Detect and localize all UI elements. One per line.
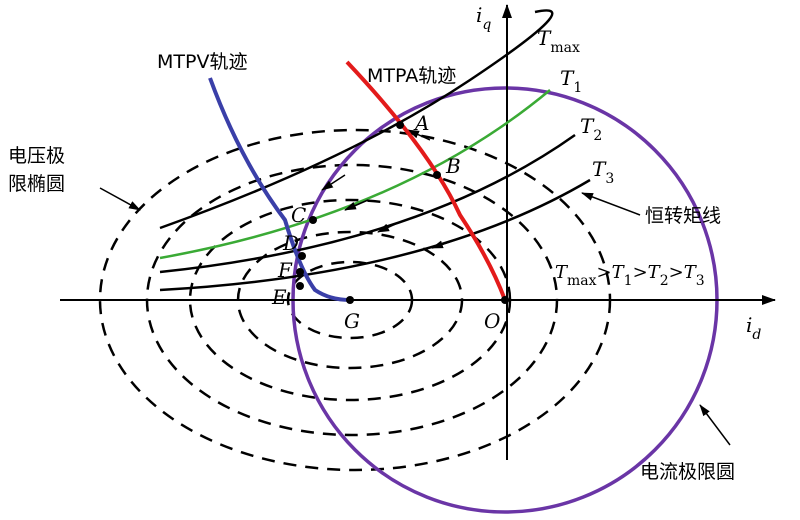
point-o — [501, 296, 509, 304]
torque-line-t1 — [159, 89, 551, 260]
point-g-label: G — [344, 309, 360, 333]
point-g — [346, 296, 354, 304]
torque-arrow-1 — [321, 174, 346, 191]
point-d-label: D — [282, 231, 299, 255]
pointer-current-limit — [699, 404, 731, 446]
label-t2: T2 — [580, 114, 602, 144]
point-c-label: C — [291, 203, 306, 227]
point-e — [296, 282, 304, 290]
voltage-limit-label-line1: 电压极 — [8, 145, 65, 167]
point-d — [298, 252, 306, 260]
pointer-voltage-limit — [99, 187, 141, 211]
torque-line-t3 — [159, 178, 591, 292]
mtpa-trajectory — [345, 60, 507, 301]
id-axis-label: id — [746, 313, 761, 343]
point-c — [309, 216, 317, 224]
voltage-limit-label-line2: 限椭圆 — [8, 173, 65, 195]
constant-torque-lines — [159, 9, 591, 292]
torque-arrow-5 — [407, 129, 431, 141]
point-b — [433, 171, 441, 179]
torque-line-label: 恒转矩线 — [645, 205, 721, 227]
label-t1: T1 — [560, 66, 582, 96]
point-f-label: F — [277, 258, 293, 282]
torque-arrow-3 — [377, 221, 401, 233]
torque-arrow-4 — [431, 239, 456, 249]
torque-arrow-2 — [344, 199, 369, 211]
mtpv-trajectory — [208, 77, 351, 302]
operating-points — [296, 121, 509, 304]
label-t3: T3 — [592, 157, 614, 187]
torque-direction-arrows — [321, 129, 456, 249]
pointer-torque-line — [581, 192, 641, 216]
label-tmax: Tmax — [537, 26, 580, 56]
point-o-label: O — [484, 309, 500, 333]
point-e-label: E — [271, 285, 287, 309]
iq-axis-label: iq — [476, 3, 491, 33]
mtpv-label: MTPV轨迹 — [157, 51, 247, 73]
current-limit-label: 电流极限圆 — [640, 461, 735, 483]
torque-relation: Tmax>T1>T2>T3 — [555, 262, 705, 289]
point-f — [296, 268, 304, 276]
point-a-label: A — [413, 111, 429, 135]
point-a — [396, 121, 404, 129]
torque-line-tmax — [159, 9, 554, 230]
mtpa-label: MTPA轨迹 — [367, 65, 456, 87]
point-b-label: B — [445, 154, 461, 178]
annotation-pointers — [99, 187, 731, 446]
